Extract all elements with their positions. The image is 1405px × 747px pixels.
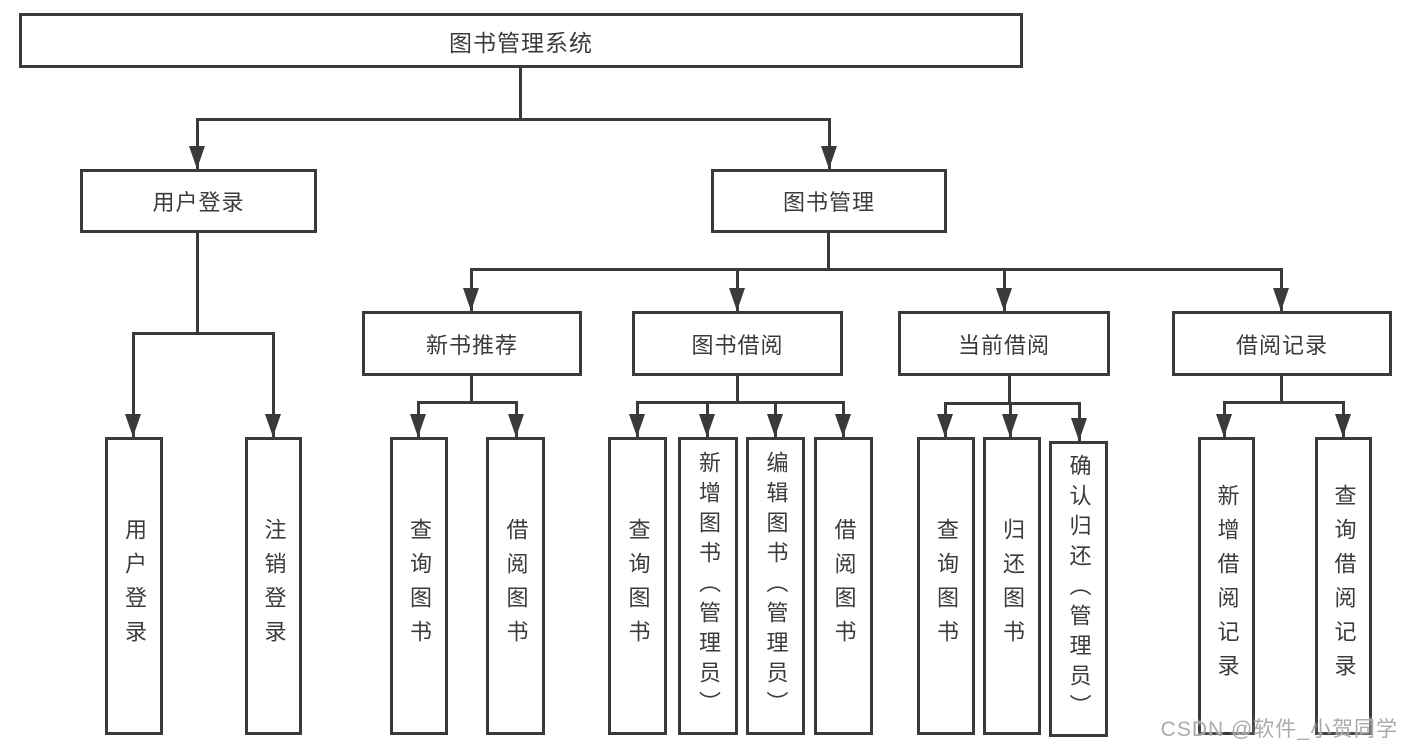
leaf-query-books-2: 查询图书 xyxy=(608,437,667,735)
arrow-down-icon xyxy=(767,414,783,437)
leaf-label: 注销登录 xyxy=(261,518,287,654)
arrow-down-icon xyxy=(821,146,837,169)
leaf-label: 查询借阅记录 xyxy=(1331,484,1357,688)
connector-line xyxy=(827,233,830,271)
arrow-down-icon xyxy=(835,414,851,437)
node-book-borrow: 图书借阅 xyxy=(632,311,843,376)
connector-line xyxy=(196,233,199,335)
leaf-return-books: 归还图书 xyxy=(983,437,1041,735)
node-book-management: 图书管理 xyxy=(711,169,947,233)
leaf-query-books-1: 查询图书 xyxy=(390,437,448,735)
leaf-confirm-return-admin: 确认归还（管理员） xyxy=(1049,441,1108,737)
arrow-down-icon xyxy=(508,414,524,437)
arrow-down-icon xyxy=(937,414,953,437)
arrow-down-icon xyxy=(1273,288,1289,311)
connector-line xyxy=(272,332,275,437)
connector-line xyxy=(519,68,522,121)
csdn-watermark: CSDN @软件_小贺同学 xyxy=(1160,718,1398,741)
leaf-label: 用户登录 xyxy=(122,518,147,654)
leaf-label: 查询图书 xyxy=(625,518,651,654)
leaf-user-login: 用户登录 xyxy=(105,437,163,735)
arrow-down-icon xyxy=(1335,414,1351,437)
connector-line xyxy=(132,332,275,335)
arrow-down-icon xyxy=(729,288,745,311)
leaf-add-book-admin: 新增图书（管理员） xyxy=(678,437,738,735)
node-new-book-recommend: 新书推荐 xyxy=(362,311,582,376)
arrow-down-icon xyxy=(1216,414,1232,437)
arrow-down-icon xyxy=(125,414,141,437)
leaf-borrow-books-2: 借阅图书 xyxy=(814,437,873,735)
leaf-logout: 注销登录 xyxy=(245,437,302,735)
leaf-add-borrow-record: 新增借阅记录 xyxy=(1198,437,1255,735)
node-current-borrow: 当前借阅 xyxy=(898,311,1110,376)
arrow-down-icon xyxy=(1002,414,1018,437)
leaf-borrow-books-1: 借阅图书 xyxy=(486,437,545,735)
arrow-down-icon xyxy=(463,288,479,311)
connector-line xyxy=(470,268,1283,271)
arrow-down-icon xyxy=(629,414,645,437)
leaf-edit-book-admin: 编辑图书（管理员） xyxy=(746,437,805,735)
leaf-label: 查询图书 xyxy=(934,518,959,654)
connector-line xyxy=(636,401,844,404)
leaf-query-borrow-record: 查询借阅记录 xyxy=(1315,437,1372,735)
connector-line xyxy=(1008,376,1011,405)
connector-line xyxy=(736,376,739,404)
connector-line xyxy=(196,118,831,121)
leaf-label: 新增借阅记录 xyxy=(1214,484,1240,688)
connector-line xyxy=(470,376,473,404)
connector-line xyxy=(1280,376,1283,404)
connector-line xyxy=(417,401,518,404)
connector-line xyxy=(1223,401,1344,404)
leaf-label: 借阅图书 xyxy=(503,518,529,654)
connector-line xyxy=(944,402,1081,405)
connector-line xyxy=(828,118,831,169)
leaf-label: 借阅图书 xyxy=(831,518,857,654)
leaf-label: 编辑图书（管理员） xyxy=(763,451,789,721)
connector-line xyxy=(132,332,135,437)
arrow-down-icon xyxy=(410,414,426,437)
arrow-down-icon xyxy=(189,146,205,169)
connector-line xyxy=(196,118,199,169)
leaf-query-books-3: 查询图书 xyxy=(917,437,975,735)
node-root: 图书管理系统 xyxy=(19,13,1023,68)
leaf-label: 查询图书 xyxy=(407,518,432,654)
arrow-down-icon xyxy=(1071,418,1087,441)
arrow-down-icon xyxy=(265,414,281,437)
leaf-label: 归还图书 xyxy=(1000,518,1025,654)
node-user-login: 用户登录 xyxy=(80,169,317,233)
node-borrow-records: 借阅记录 xyxy=(1172,311,1392,376)
arrow-down-icon xyxy=(996,288,1012,311)
leaf-label: 确认归还（管理员） xyxy=(1066,454,1092,724)
leaf-label: 新增图书（管理员） xyxy=(696,451,721,721)
arrow-down-icon xyxy=(699,414,715,437)
